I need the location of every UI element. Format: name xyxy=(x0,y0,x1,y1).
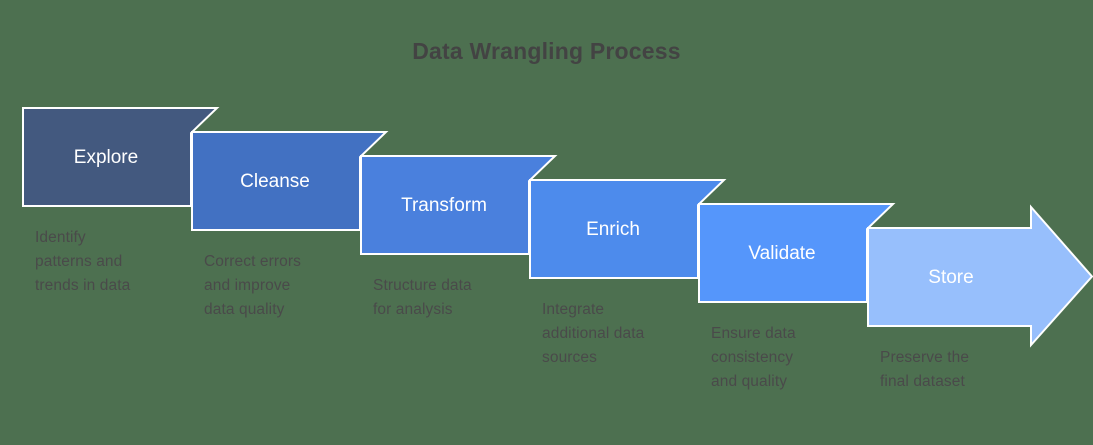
process-step-transform[interactable]: Transform Structure data for analysis xyxy=(360,155,558,318)
process-step-cleanse[interactable]: Cleanse Correct errors and improve data … xyxy=(191,131,389,318)
page-title: Data Wrangling Process xyxy=(412,38,681,64)
process-step-explore[interactable]: Explore Identify patterns and trends in … xyxy=(22,107,220,294)
step-caption-enrich: Integrate additional data sources xyxy=(542,301,645,366)
step-caption-explore: Identify patterns and trends in data xyxy=(35,229,131,294)
step-shape-store-arrow xyxy=(867,204,1093,348)
step-caption-validate: Ensure data consistency and quality xyxy=(711,325,796,390)
step-caption-store: Preserve the final dataset xyxy=(880,349,970,390)
step-caption-transform: Structure data for analysis xyxy=(373,277,472,318)
step-caption-cleanse: Correct errors and improve data quality xyxy=(204,253,301,318)
process-step-enrich[interactable]: Enrich Integrate additional data sources xyxy=(529,179,727,366)
process-step-validate[interactable]: Validate Ensure data consistency and qua… xyxy=(698,203,896,390)
process-step-store[interactable]: Store Preserve the final dataset xyxy=(867,204,1093,390)
